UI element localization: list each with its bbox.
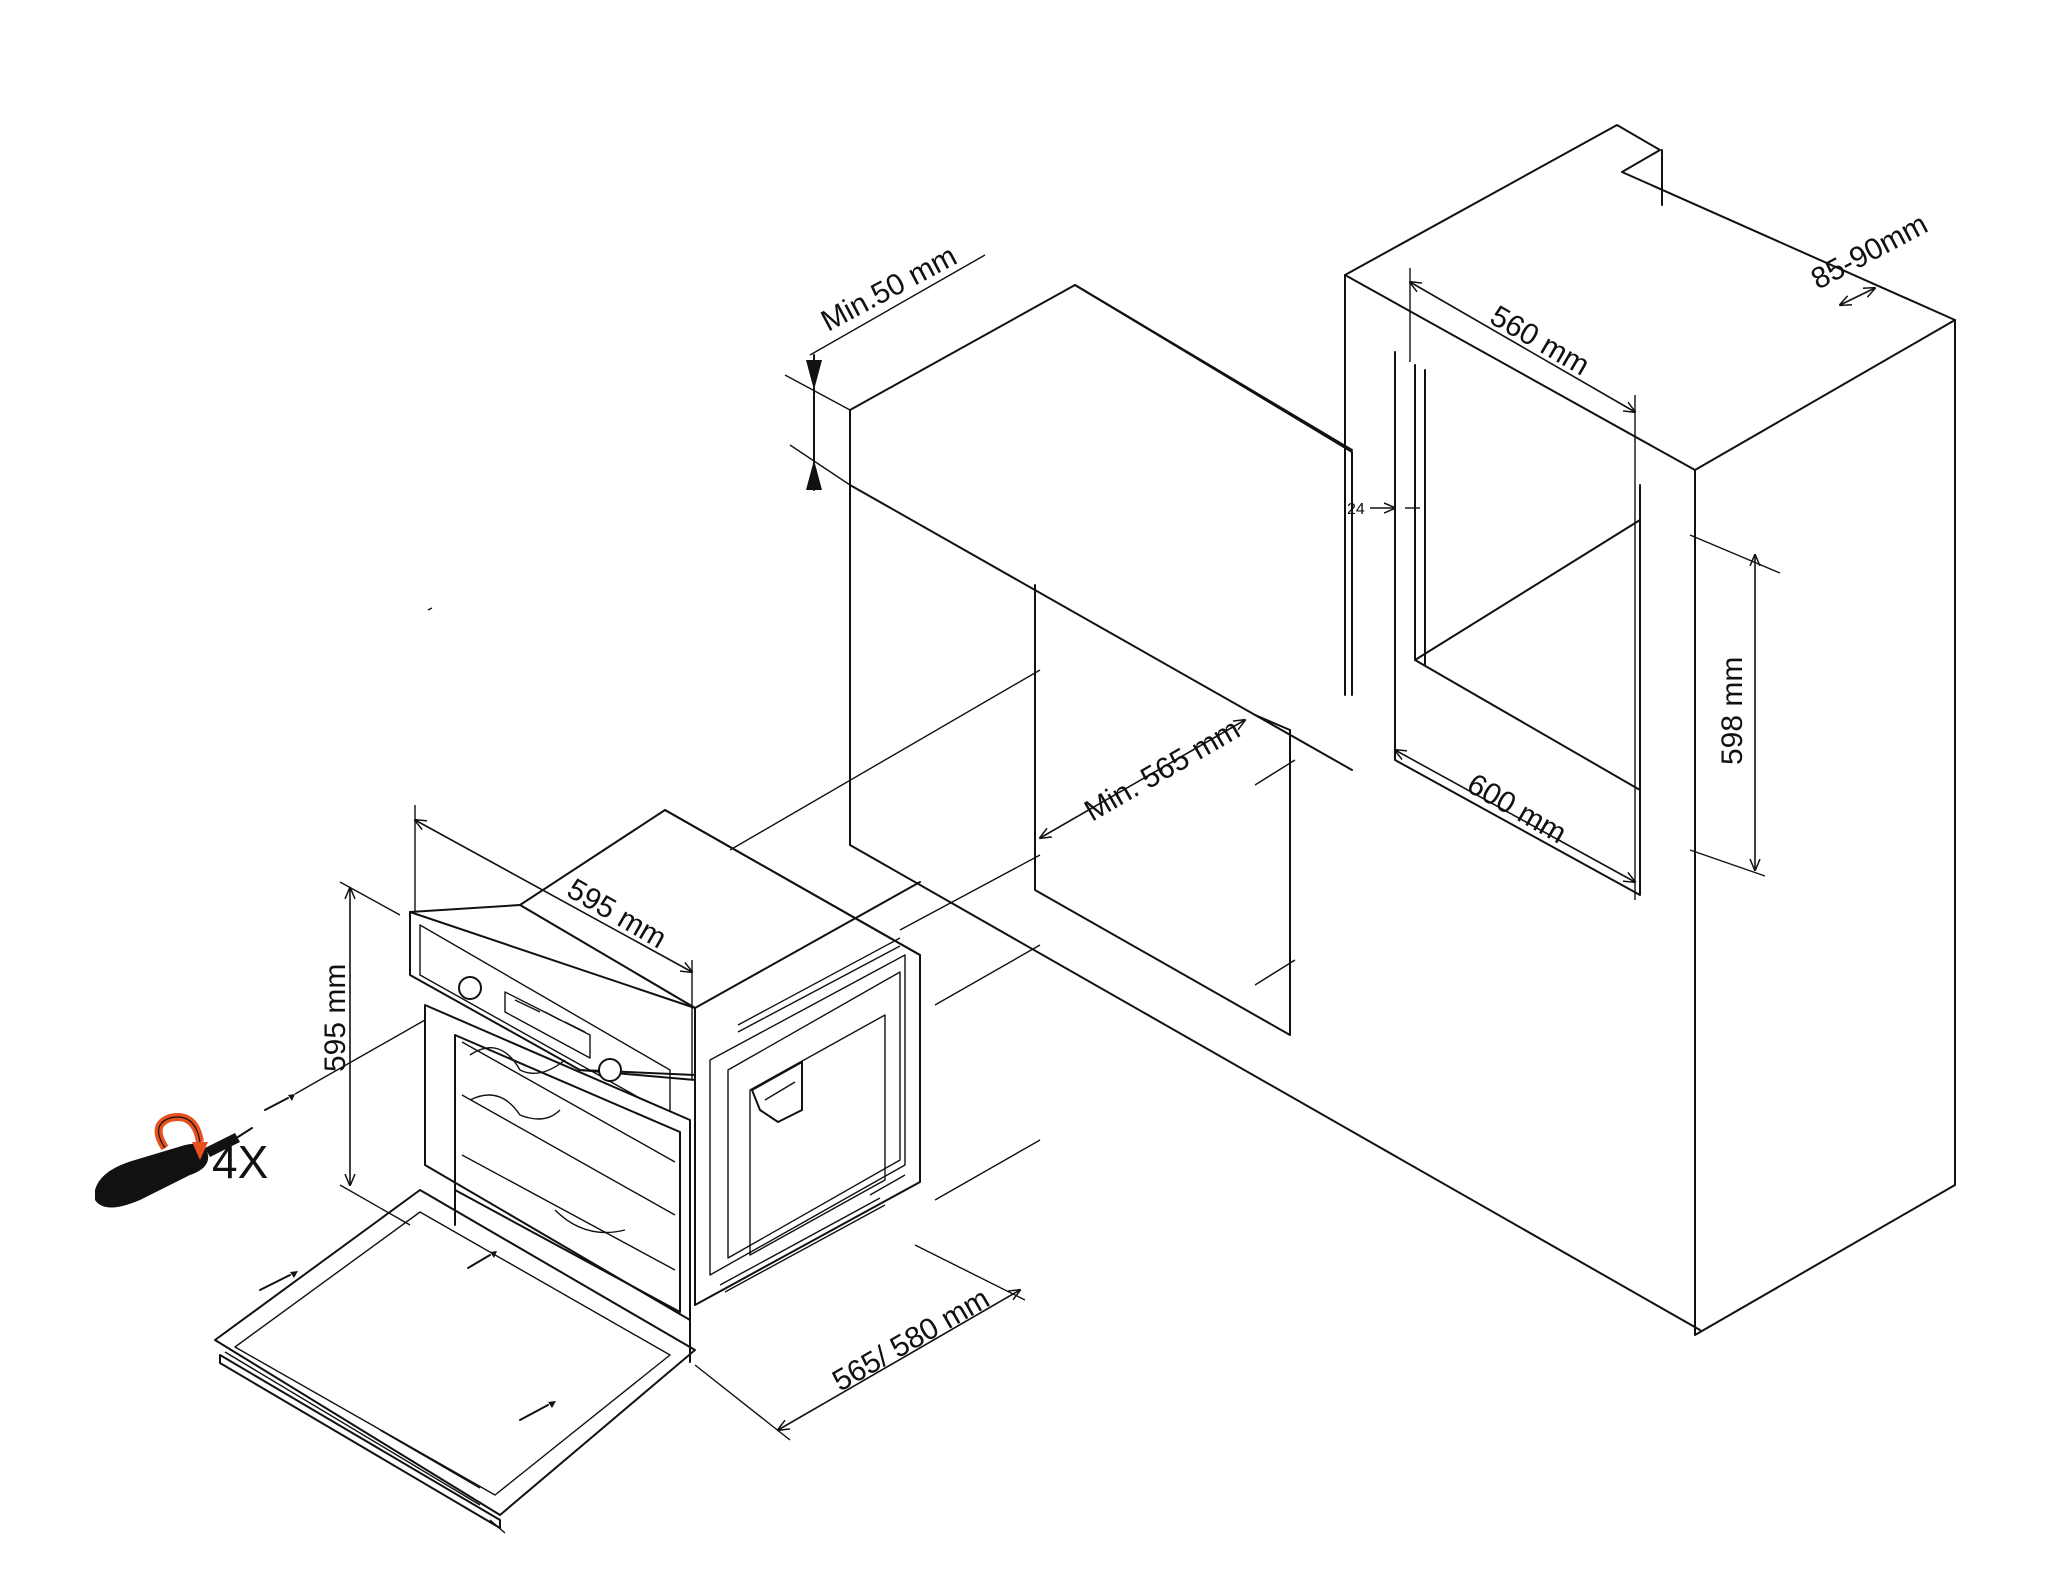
dim-600-label: 600 mm <box>1462 767 1572 850</box>
min-50-dimension: Min.50 mm <box>784 239 986 491</box>
dim-24-label: 24 <box>1347 501 1365 518</box>
dim-oven-height-label: 595 mm <box>319 964 352 1072</box>
screw-icon <box>467 1251 497 1269</box>
screw-icon <box>519 1401 556 1421</box>
tall-cabinet: 24 560 mm 600 mm 598 mm 85-90mm <box>1344 124 1956 1336</box>
dim-oven-depth-label: 565/ 580 mm <box>827 1282 995 1398</box>
screws <box>259 1019 556 1421</box>
dim-min-50-label: Min.50 mm <box>816 239 962 338</box>
screwdriver-icon <box>95 1127 253 1208</box>
screw-icon <box>259 1271 298 1291</box>
dim-598-label: 598 mm <box>1716 657 1749 765</box>
oven: 595 mm 595 mm 565/ 580 mm <box>214 669 1041 1534</box>
stray-mark <box>427 607 433 611</box>
dim-560-label: 560 mm <box>1485 299 1595 382</box>
dim-min-565-label: Min. 565 mm <box>1079 713 1246 828</box>
screw-count-label: 4X <box>212 1136 268 1188</box>
under-counter-cabinet <box>849 284 1701 1331</box>
screw-icon <box>264 1094 295 1111</box>
rotate-arrow-icon <box>154 1113 208 1160</box>
counter-slab-edge <box>1074 284 1353 451</box>
